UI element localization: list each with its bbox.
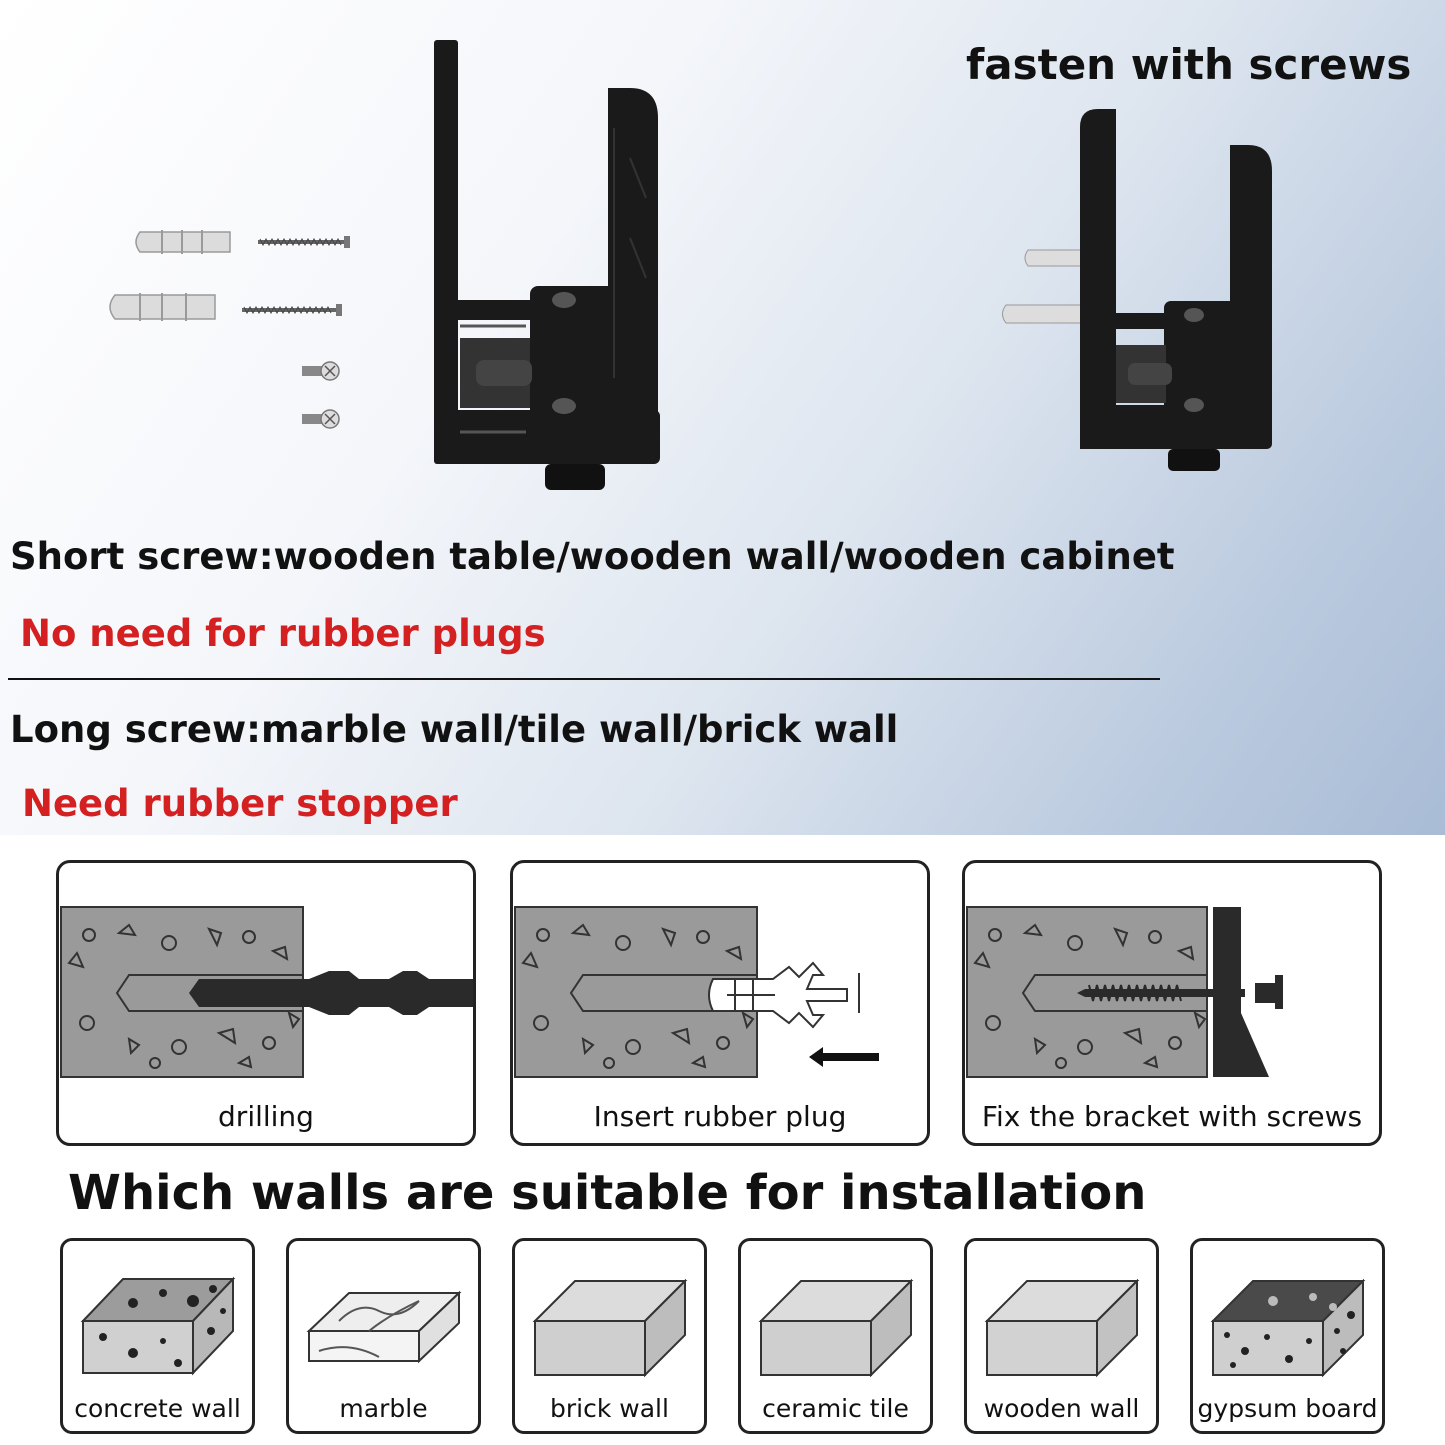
wall-marble: marble xyxy=(286,1238,481,1434)
wall-brick: brick wall xyxy=(512,1238,707,1434)
step-insert-plug: Insert rubber plug xyxy=(510,860,930,1146)
bracket-mounted-icon xyxy=(1002,109,1272,471)
wall-wooden: wooden wall xyxy=(964,1238,1159,1434)
step-label: Fix the bracket with screws xyxy=(981,1100,1363,1133)
step-fix-bracket: Fix the bracket with screws xyxy=(962,860,1382,1146)
wall-ceramic-tile: ceramic tile xyxy=(738,1238,933,1434)
short-screw-note: No need for rubber plugs xyxy=(20,612,546,655)
wall-label: wooden wall xyxy=(983,1394,1140,1423)
drill-bit-icon xyxy=(60,906,473,1078)
wood-block-icon xyxy=(984,1278,1140,1378)
long-screw-text: Long screw:marble wall/tile wall/brick w… xyxy=(10,708,899,751)
walls-title: Which walls are suitable for installatio… xyxy=(68,1165,1147,1221)
wall-concrete: concrete wall xyxy=(60,1238,255,1434)
divider xyxy=(8,678,1160,680)
step-drilling: drilling xyxy=(56,860,476,1146)
wall-gypsum: gypsum board xyxy=(1190,1238,1385,1434)
wall-label: ceramic tile xyxy=(762,1394,909,1423)
step-label: Insert rubber plug xyxy=(593,1100,847,1133)
step-label: drilling xyxy=(218,1100,314,1133)
wall-label: concrete wall xyxy=(74,1394,241,1423)
short-screw-text: Short screw:wooden table/wooden wall/woo… xyxy=(10,535,1175,578)
rubber-plug-icon xyxy=(514,906,879,1078)
tile-block-icon xyxy=(758,1278,914,1378)
product-showcase: fasten with screws Short screw:wooden ta… xyxy=(0,0,1445,835)
hardware-kit-icon xyxy=(109,230,350,429)
gypsum-block-icon xyxy=(1210,1278,1366,1378)
brick-block-icon xyxy=(532,1278,688,1378)
fasten-heading: fasten with screws xyxy=(966,40,1412,89)
wall-label: marble xyxy=(339,1394,428,1423)
long-screw-note: Need rubber stopper xyxy=(22,782,458,825)
bracket-large-icon xyxy=(434,40,660,490)
marble-block-icon xyxy=(306,1290,462,1364)
wall-label: brick wall xyxy=(550,1394,669,1423)
concrete-block-icon xyxy=(80,1276,236,1376)
screw-bracket-icon xyxy=(966,906,1283,1078)
wall-label: gypsum board xyxy=(1197,1394,1378,1423)
